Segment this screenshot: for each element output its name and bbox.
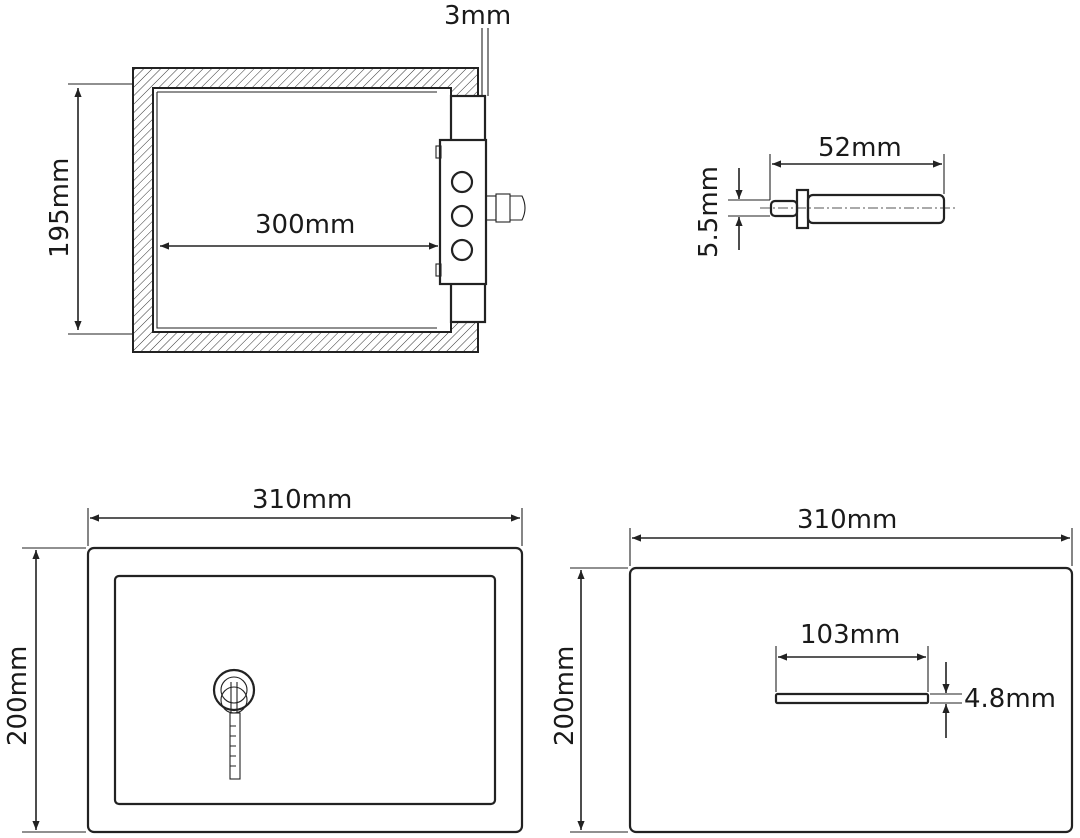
lock-bolt-hole	[450, 204, 474, 228]
safe-wall-section	[132, 67, 479, 353]
lock-housing	[438, 138, 488, 286]
front-view: 310mm 200mm	[3, 485, 524, 834]
bolt-shaft	[806, 193, 946, 225]
front-width-label: 310mm	[252, 485, 352, 515]
bolt-collar	[795, 188, 810, 230]
lock-bolt-hole	[450, 238, 474, 262]
lock-bolt-hole	[450, 170, 474, 194]
bolt-detail: 52mm 5.5mm	[694, 133, 958, 258]
back-height-label: 200mm	[550, 646, 580, 746]
bolt-length-label: 52mm	[818, 133, 902, 163]
mail-slot	[774, 692, 930, 705]
bolt-diameter-label: 5.5mm	[694, 166, 724, 258]
depth-label: 195mm	[45, 158, 75, 258]
wall-thickness-label: 3mm	[444, 1, 511, 31]
bolt-tip	[769, 199, 799, 218]
slot-height-label: 4.8mm	[964, 684, 1056, 714]
safe-door	[113, 574, 497, 806]
back-width-label: 310mm	[797, 505, 897, 535]
key-icon	[485, 193, 526, 223]
inner-width-label: 300mm	[255, 210, 355, 240]
top-view: 3mm 195mm 300mm	[45, 1, 526, 353]
keyhole-icon	[212, 668, 256, 780]
slot-width-label: 103mm	[800, 620, 900, 650]
front-height-label: 200mm	[3, 646, 33, 746]
back-view: 310mm 200mm 103mm 4.8mm	[550, 505, 1074, 834]
safe-back-body	[628, 566, 1074, 834]
